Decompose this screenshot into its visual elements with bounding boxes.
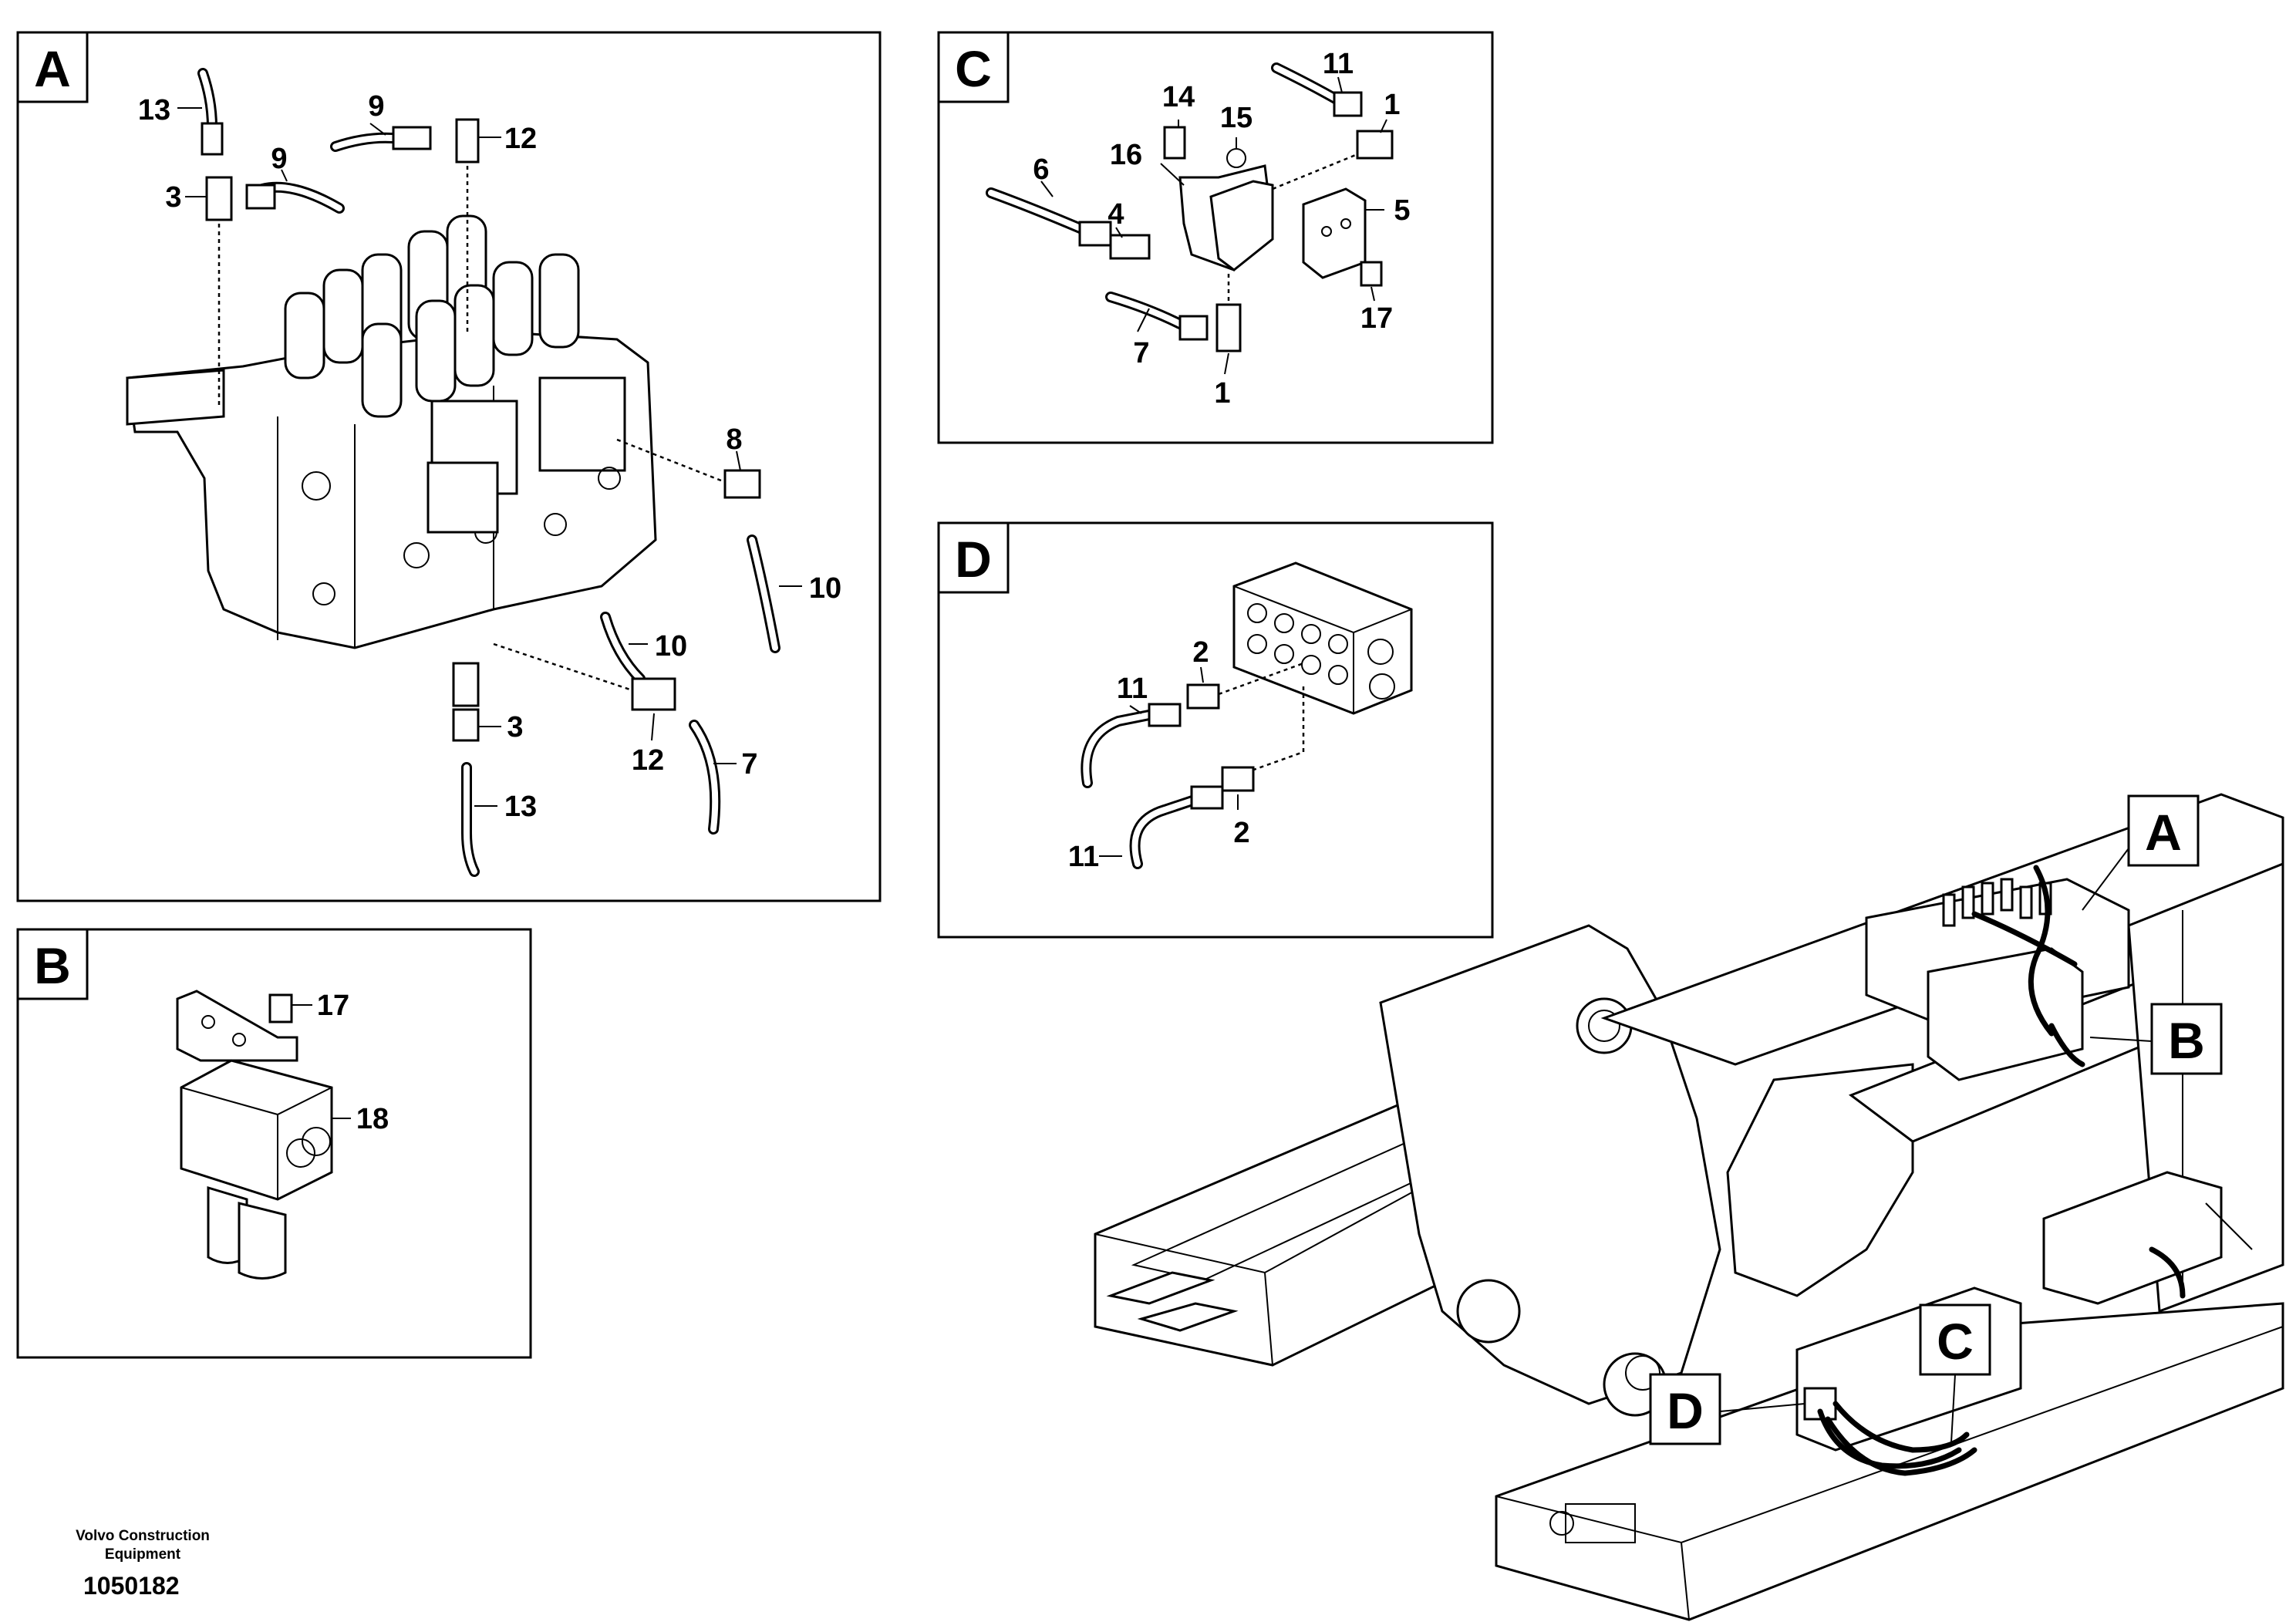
label-c-1-bottom: 1 [1214,377,1230,410]
label-a-3-bottom: 3 [507,711,523,744]
label-c-4: 4 [1108,198,1124,231]
overview-callouts: A B C D [1649,794,2223,1445]
label-c-6: 6 [1033,153,1049,186]
label-c-5: 5 [1394,194,1410,227]
label-b-18: 18 [356,1103,389,1135]
label-a-10-right: 10 [809,572,841,605]
distribution-block-illustration [1232,561,1413,715]
adapter-2-lower-illustration [1221,766,1255,792]
callout-a-letter: A [2145,804,2182,861]
label-a-12-top: 12 [504,123,537,155]
label-d-11-top: 11 [1117,673,1148,705]
fitting-3-lower [452,708,480,742]
panel-b-letter-box [16,928,89,1000]
callout-b-box [2150,1003,2223,1075]
label-c-16: 16 [1110,139,1142,171]
fitting-1-upper [1356,130,1394,160]
label-a-7: 7 [741,748,757,781]
panel-c-frame [937,31,1494,444]
valve-spools [284,214,580,418]
adapter-2-upper-illustration [1186,683,1220,710]
label-a-3-top: 3 [165,181,181,214]
label-c-1-top: 1 [1384,89,1400,121]
fitting-4-illustration [1109,234,1151,260]
label-c-15: 15 [1220,102,1253,134]
panel-a-letter-box [16,31,89,103]
block-16-illustration [1209,180,1274,271]
label-c-11: 11 [1323,48,1354,80]
label-d-11-bottom: 11 [1068,841,1099,873]
callout-c-box [1919,1303,1991,1376]
bracket-5-illustration [1302,187,1367,279]
label-d-2-top: 2 [1192,636,1209,669]
panel-a-frame [16,31,882,902]
label-c-17: 17 [1360,302,1393,335]
panel-b-frame [16,928,532,1359]
control-valve-illustration [126,214,657,649]
document-number: 1050182 [83,1572,180,1600]
panel-d-letter: D [955,531,992,588]
washer-15-illustration [1226,148,1246,168]
panel-b: B 17 18 [16,928,532,1359]
label-a-12-bottom: 12 [632,744,664,777]
screw-17-c-illustration [1360,261,1383,287]
panel-d-letter-box [937,521,1010,594]
label-a-8: 8 [726,423,742,456]
callout-d-box [1649,1373,1721,1445]
panel-c-letter: C [955,40,992,97]
fitting-12-upper [455,118,480,164]
panel-a-letter: A [34,40,71,97]
panel-d-frame [937,521,1494,939]
screw-17-illustration [268,993,293,1023]
screw-14-illustration [1163,126,1186,160]
panel-a: A [16,31,882,902]
label-d-2-bottom: 2 [1233,817,1249,849]
callout-d-letter: D [1667,1382,1704,1439]
bracket-illustration [176,990,298,1062]
panel-c: C 14 15 11 1 [937,31,1494,444]
panel-d: D 2 11 11 2 [937,521,1494,939]
label-a-9-top: 9 [368,90,384,123]
fitting-1-lower [1215,303,1242,352]
brand-label: Volvo Construction Equipment [76,1528,210,1563]
panel-c-letter-box [937,31,1010,103]
panel-b-letter: B [34,937,71,994]
callout-a-box [2127,794,2200,867]
label-b-17: 17 [317,990,349,1022]
label-a-13-bottom: 13 [504,791,537,823]
label-a-10-mid: 10 [655,630,687,663]
fitting-12-lower [631,677,676,711]
overview-valve-group [1865,865,2130,1081]
fitting-8 [723,469,761,499]
label-a-9-mid: 9 [271,143,287,175]
callout-c-letter: C [1937,1313,1974,1370]
callout-b-letter: B [2168,1012,2205,1069]
overview-illustration [1094,793,2284,1621]
label-c-7: 7 [1133,337,1149,369]
label-a-13-top: 13 [138,94,170,126]
label-c-14: 14 [1162,81,1195,113]
fitting-3-upper [205,176,233,221]
